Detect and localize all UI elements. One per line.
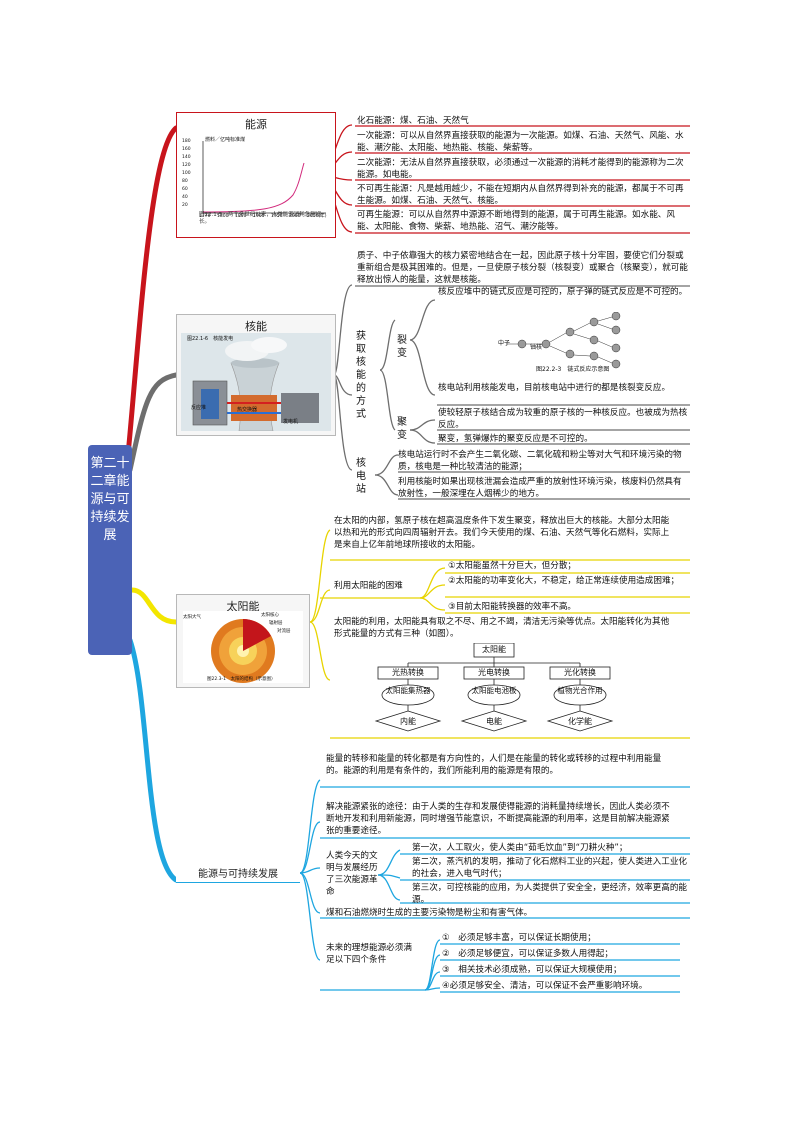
flow-out-electric: 电能 [486,717,502,726]
nuclear-tag-generator: 发电机 [283,419,299,425]
chart-xtick: 1800 [217,214,229,219]
topic-sustainable[interactable]: 能源与可持续发展 [176,862,300,883]
chart-ylabel: 燃料／亿吨标准煤 [205,137,246,143]
chapter-root-node: 第二十二章能源与可持续发展 [88,445,132,655]
sustain-future-1: ① 必须足够丰富，可以保证长期使用； [442,933,596,943]
chart-ytick: 40 [182,195,188,200]
solar-use-text: 太阳能的利用，太阳能具有取之不尽、用之不竭，清洁无污染等优点。太阳能转化为其他形… [334,617,670,639]
chart-xtick: 1770 [199,214,211,219]
energy-item-fossil: 化石能源：煤、石油、天然气 [357,116,469,126]
chart-ytick: 60 [182,187,188,192]
nuclear-fusion-bomb: 聚变，氢弹爆炸的聚变反应是不可控的。 [438,434,593,444]
nuclear-plant-label: 核电站 [356,458,366,495]
sustain-intro: 能量的转移和能量的转化都是有方向性的，人们是在能量的转化或转移的过程中利用能量的… [326,754,662,776]
chart-xticks: 1770 1800 1850 1900 1950 2000 2050(年) [199,214,329,220]
sun-tag-atmosphere: 太阳大气 [183,615,201,620]
nuclear-intro: 质子、中子依靠强大的核力紧密地结合在一起，因此原子核十分牢固，要使它们分裂或重新… [357,251,688,285]
topic-nuclear-title: 核能 [245,320,267,333]
chart-caption: 图22.1-5 两个多世纪以来，人类能源消耗急剧增长。 [199,212,322,225]
nuclear-plant-risk: 利用核能时如果出现核泄漏会造成严重的放射性环境污染，核废料仍然具有放射性，一般深… [398,477,682,499]
nuclear-fission-chain: 核反应堆中的链式反应是可控的，原子弹的链式反应是不可控的。 [438,287,688,297]
sustain-future-4: ④必须足够安全、清洁，可以保证不会严重影响环境。 [442,981,648,991]
sustain-future-2: ② 必须足够便宜，可以保证多数人用得起； [442,949,613,959]
flow-mid-electric: 光电转换 [478,668,510,677]
energy-item-secondary: 二次能源：无法从自然界直接获取，必须通过一次能源的消耗才能得到的能源称为二次能源… [357,158,684,180]
solar-difficulty-3: ③目前太阳能转换器的效率不高。 [448,602,577,612]
chart-ytick: 140 [182,155,191,160]
chart-ytick: 100 [182,171,191,176]
chart-xtick: 1850 [235,214,247,219]
sun-caption: 图22.3-1 太阳的结构（示意图） [207,677,276,682]
chart-xtick: 1950 [271,214,283,219]
sun-tag-core: 太阳核心 [261,613,279,618]
sun-tag-radiation: 辐射层 [269,621,283,626]
flow-mid-chemical: 光化转换 [564,668,596,677]
topic-nuclear[interactable]: 核能 图22.1-6 核能发电 反应堆 热交换器 发电机 [176,314,336,436]
nuclear-fission-label: 裂变 [397,335,407,359]
nuclear-fission-plant: 核电站利用核能发电，目前核电站中进行的都是核裂变反应。 [438,383,671,393]
chart-ytick: 120 [182,163,191,168]
solar-difficulty-label: 利用太阳能的困难 [334,581,403,591]
flow-out-internal: 内能 [400,717,416,726]
energy-item-nonrenewable: 不可再生能源：凡是越用越少，不能在短期内从自然界得到补充的能源，都属于不可再生能… [357,184,684,206]
solar-difficulty-1: ①太阳能虽然十分巨大，但分散； [448,561,577,571]
topic-solar[interactable]: 太阳能 太阳大气 太阳核心 辐射层 对流层 图22.3-1 太阳的结构（示意图） [176,594,310,688]
nuclear-fusion-label: 聚变 [397,417,407,441]
chart-xtick: 2000 [289,214,301,219]
chart-ytick: 160 [182,147,191,152]
nuclear-fusion-def: 使较轻原子核结合成为较重的原子核的一种核反应。也被成为热核反应。 [438,408,688,430]
sustain-future-label: 未来的理想能源必须满足以下四个条件 [326,943,412,965]
flow-mid-heat: 光热转换 [392,668,424,677]
chart-ytick: 80 [182,179,188,184]
sustain-revolution-2: 第二次，蒸汽机的发明，推动了化石燃料工业的兴起，使人类进入工业化的社会，进入电气… [412,857,688,879]
sustain-solve: 解决能源紧张的途径：由于人类的生存和发展使得能源的消耗量持续增长，因此人类必须不… [326,802,670,836]
flow-top: 太阳能 [482,645,506,654]
nuclear-tag-reactor: 反应堆 [191,405,207,411]
topic-sustainable-title: 能源与可持续发展 [198,869,278,880]
sustain-future-3: ③ 相关技术必须成熟，可以保证大规模使用； [442,965,622,975]
flow-dev-panel: 太阳能电池板 [471,686,517,695]
nuclear-obtain-label: 获取核能的方式 [356,331,366,420]
solar-intro: 在太阳的内部，氢原子核在超高温度条件下发生聚变，释放出巨大的核能。大部分太阳能以… [334,516,670,550]
solar-difficulty-2: ②太阳能的功率变化大，不稳定，给正常连续使用造成困难； [448,576,680,586]
chart-xtick: 1900 [253,214,265,219]
sustain-revolution-3: 第三次，可控核能的应用，为人类提供了安全全，更经济，效率更高的能源。 [412,883,688,905]
sustain-revolution-label: 人类今天的文明与发展经历了三次能源革命 [326,851,378,897]
flow-out-chemical: 化学能 [568,717,592,726]
topic-solar-title: 太阳能 [226,600,260,613]
flow-dev-plant: 植物光合作用 [557,686,603,695]
topic-energy[interactable]: 能源 燃料／亿吨标准煤 180 160 140 120 100 80 60 40 20 1770… [176,112,336,238]
chart-xtick: 2050(年) [307,214,327,219]
flow-dev-collector: 太阳能集热器 [385,686,431,695]
chain-reaction-figure [506,312,621,369]
nuclear-plant-clean: 核电站运行时不会产生二氧化碳、二氧化硫和粉尘等对大气和环境污染的物质，核电是一种… [398,450,682,472]
sustain-pollution: 煤和石油燃烧时生成的主要污染物是粉尘和有害气体。 [326,908,533,918]
sustain-revolution-1: 第一次，人工取火，使人类由“茹毛饮血”到“刀耕火种”； [412,843,628,853]
solar-conversion-diagram [374,643,614,732]
energy-item-renewable: 可再生能源：可以从自然界中源源不断地得到的能源，属于可再生能源。如水能、风能、太… [357,210,675,232]
sun-structure-illustration [183,611,303,683]
chart-ytick: 180 [182,139,191,144]
chart-ytick: 20 [182,203,188,208]
nuclear-plant-illustration [181,333,331,431]
nuclear-photo-label: 图22.1-6 核能发电 [187,336,234,342]
chain-fig-nucleus: 铀核 [530,344,543,351]
energy-item-primary: 一次能源：可以从自然界直接获取的能源为一次能源。如煤、石油、天然气、风能、水能、… [357,131,684,153]
sun-tag-convection: 对流层 [277,629,291,634]
chain-fig-caption: 图22.2-3 链式反应示意图 [536,366,610,373]
chain-fig-neutron: 中子 [498,340,511,347]
energy-consumption-chart [181,133,331,233]
topic-energy-title: 能源 [245,118,267,131]
nuclear-tag-exchanger: 热交换器 [237,407,258,413]
